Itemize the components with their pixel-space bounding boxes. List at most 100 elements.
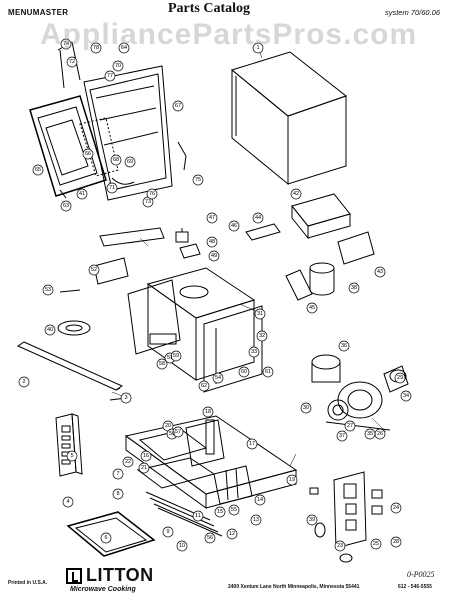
callout-number: 1: [256, 45, 259, 51]
callout-number: 44: [255, 215, 261, 221]
callout-number: 3: [124, 395, 127, 401]
callout-number: 33: [251, 349, 257, 355]
callout-number: 39: [309, 517, 315, 523]
callout-number: 26: [377, 431, 383, 437]
callout-number: 53: [45, 287, 51, 293]
callout-number: 52: [91, 267, 97, 273]
switch-bracket: [309, 471, 383, 563]
oven-cavity: [57, 227, 263, 393]
system-number: system 70/60.06: [384, 8, 440, 17]
litton-logo-mark-icon: [66, 568, 82, 584]
page-title: Parts Catalog: [168, 1, 251, 16]
callout-number: 43: [377, 269, 383, 275]
callout-number: 68: [113, 157, 119, 163]
callout-number: 55: [231, 507, 237, 513]
watermark-text: AppliancePartsPros.com: [40, 18, 418, 51]
callout-number: 38: [351, 285, 357, 291]
callout-number: 45: [309, 305, 315, 311]
callout-number: 4: [66, 499, 69, 505]
callout-number: 67: [175, 103, 181, 109]
catalog-code: 0-P0025: [407, 570, 435, 579]
callout-number: 75: [195, 177, 201, 183]
callout-number: 13: [253, 517, 259, 523]
callout-number: 25: [373, 541, 379, 547]
callout-number: 42: [293, 191, 299, 197]
callout-number: 73: [145, 199, 151, 205]
callout-number: 21: [141, 465, 147, 471]
callout-number: 31: [257, 311, 263, 317]
callout-number: 65: [35, 167, 41, 173]
callout-number: 58: [159, 361, 165, 367]
litton-logo: LITTON: [86, 565, 154, 585]
callout-number: 15: [217, 509, 223, 515]
logo-subtitle: Microwave Cooking: [70, 586, 136, 593]
callout-number: 35: [367, 431, 373, 437]
callout-number: 17: [249, 441, 255, 447]
callout-number: 70: [115, 63, 121, 69]
printed-note: Printed in U.S.A.: [8, 580, 48, 586]
callout-number: 12: [229, 531, 235, 537]
callout-number: 72: [69, 59, 75, 65]
callout-number: 24: [393, 505, 399, 511]
callout-number: 47: [209, 215, 215, 221]
callout-number: 51: [167, 355, 173, 361]
callout-number: 23: [337, 543, 343, 549]
callout-number: 71: [109, 185, 115, 191]
callout-number: 49: [211, 253, 217, 259]
company-address: 2400 Xenium Lane North Minneapolis, Minn…: [228, 584, 360, 590]
filter-panel: [66, 511, 156, 557]
callout-number: 5: [70, 453, 73, 459]
callout-number: 56: [207, 535, 213, 541]
callout-number: 69: [127, 159, 133, 165]
callout-number: 50: [169, 431, 175, 437]
callout-number: 77: [107, 73, 113, 79]
callout-labels: 1234567891011121314151617181920212223242…: [22, 41, 409, 549]
company-phone: 612 - 546-5555: [398, 584, 432, 590]
callout-number: 62: [201, 383, 207, 389]
brand-name: MENUMASTER: [8, 8, 69, 17]
callout-number: 76: [149, 191, 155, 197]
callout-number: 9: [166, 529, 169, 535]
callout-number: 27: [347, 423, 353, 429]
callout-number: 36: [341, 343, 347, 349]
leader-lines: [111, 47, 387, 467]
callout-number: 6: [104, 535, 107, 541]
callout-number: 16: [143, 453, 149, 459]
callout-number: 2: [22, 379, 25, 385]
callout-number: 30: [303, 405, 309, 411]
upper-components: [175, 193, 375, 301]
callout-number: 14: [257, 497, 263, 503]
blower-assembly: [311, 354, 409, 431]
callout-number: 48: [209, 239, 215, 245]
callout-number: 64: [121, 45, 127, 51]
callout-number: 54: [215, 375, 221, 381]
door-assembly: [29, 41, 187, 201]
callout-number: 32: [259, 333, 265, 339]
callout-number: 34: [403, 393, 409, 399]
callout-number: 8: [116, 491, 119, 497]
callout-number: 19: [289, 477, 295, 483]
callout-number: 57: [175, 429, 181, 435]
callout-number: 63: [63, 203, 69, 209]
callout-number: 11: [195, 513, 201, 519]
control-panel: [55, 413, 83, 477]
callout-number: 41: [79, 191, 85, 197]
callout-number: 20: [165, 423, 171, 429]
callout-number: 61: [265, 369, 271, 375]
callout-number: 59: [173, 353, 179, 359]
callout-number: 37: [339, 433, 345, 439]
callout-number: 29: [397, 375, 403, 381]
callout-number: 74: [63, 41, 69, 47]
outer-cabinet: [230, 51, 348, 186]
callout-number: 28: [393, 539, 399, 545]
callout-bubbles: [18, 38, 412, 552]
callout-number: 18: [205, 409, 211, 415]
callout-number: 46: [231, 223, 237, 229]
callout-number: 60: [241, 369, 247, 375]
callout-number: 78: [93, 45, 99, 51]
callout-number: 66: [85, 151, 91, 157]
callout-number: 40: [47, 327, 53, 333]
callout-number: 22: [125, 459, 131, 465]
base-plate: [124, 415, 298, 537]
